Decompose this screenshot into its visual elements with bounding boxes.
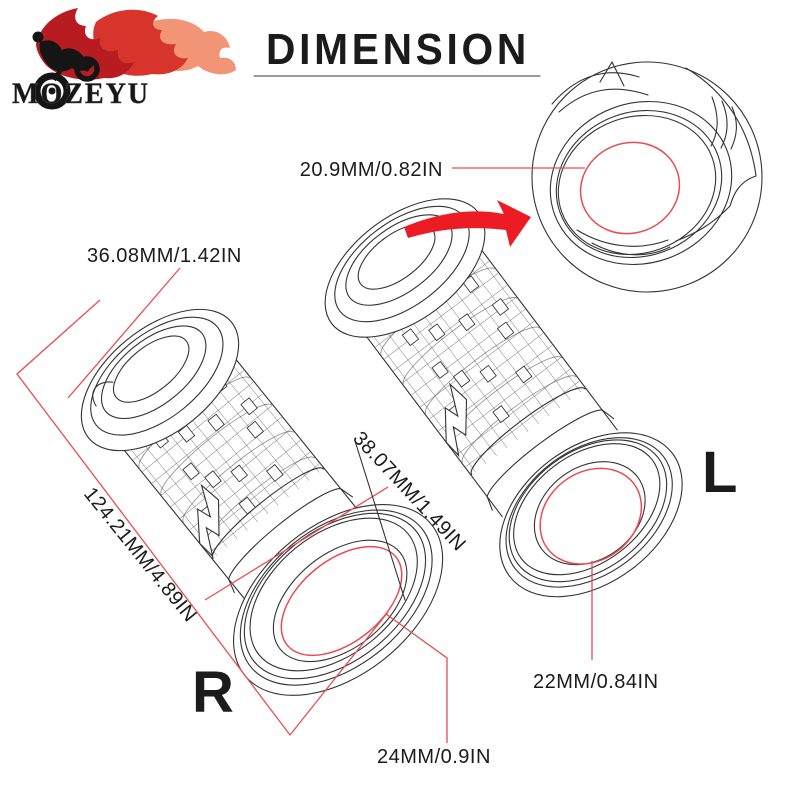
- grip-outline: [111, 343, 357, 600]
- cap-diameter-leader: [67, 267, 181, 399]
- dimension-lines: [16, 167, 593, 743]
- brand-logo: MOZEYU: [12, 8, 236, 110]
- grip-cap-ring: [100, 325, 207, 420]
- grip-bore-red-ellipse: [280, 545, 403, 657]
- grip-left-drawing: [324, 198, 683, 598]
- end-cap-detail-view: [531, 61, 763, 293]
- grip-flange-ring: [505, 437, 673, 588]
- grip-right-drawing: [80, 308, 444, 696]
- zoom-arrow-icon: [404, 200, 531, 247]
- flange-diameter-line: [204, 486, 389, 601]
- grip-left-letter: L: [702, 440, 737, 505]
- brand-name: MOZEYU: [12, 77, 150, 110]
- length-dimension-line: [16, 299, 389, 737]
- detail-top-notch: [599, 61, 625, 87]
- detail-ring: [555, 109, 723, 259]
- dim-bore-left-label: 22MM/0.84IN: [533, 671, 659, 693]
- grip-flange-ring: [508, 439, 668, 583]
- detail-bore-red-ellipse: [579, 141, 681, 235]
- grip-cap-ring: [80, 308, 240, 452]
- motocross-rider-icon: [32, 31, 100, 110]
- grip-flange-ring: [513, 443, 661, 576]
- knurl-blocks: [401, 275, 533, 424]
- dim-cap-diameter-label: 36.08MM/1.42IN: [87, 245, 242, 267]
- dim-bore-right-label: 24MM/0.9IN: [377, 746, 491, 768]
- detail-ring: [557, 114, 717, 256]
- bore-right-leader: [385, 613, 448, 743]
- detail-ring: [549, 100, 733, 266]
- flange-leader: [354, 440, 406, 601]
- grip-flange-ring: [239, 509, 433, 686]
- grip-collar: [228, 488, 354, 594]
- grip-cap-wave: [92, 381, 114, 407]
- detail-rim-wave: [675, 175, 757, 242]
- grip-flange-ring: [249, 517, 418, 672]
- detail-outer-circle: [531, 61, 763, 293]
- grip-collar: [486, 409, 615, 511]
- grip-bore-red-ellipse: [539, 467, 643, 565]
- grip-inner-ring: [533, 461, 646, 566]
- detail-knurl-lines: [710, 96, 737, 150]
- page-title: DIMENSION: [266, 25, 530, 74]
- grip-accent-wave: [444, 382, 468, 458]
- grip-outline: [354, 233, 618, 518]
- grip-accent-wave: [197, 483, 220, 558]
- dim-end-cap-label: 20.9MM/0.82IN: [300, 159, 443, 181]
- grip-inner-ring: [272, 539, 408, 663]
- grip-right-letter: R: [192, 660, 234, 725]
- detail-top-band: [551, 72, 649, 113]
- detail-rim-arc: [685, 67, 757, 177]
